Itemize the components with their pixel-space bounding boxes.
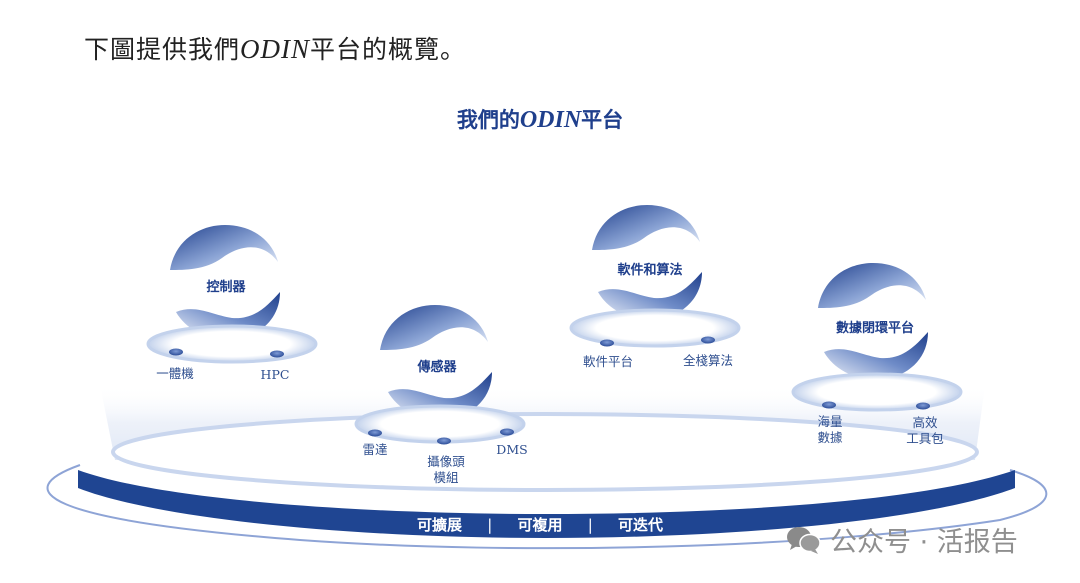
band-separator: | xyxy=(487,516,493,534)
item-all-in-one: 一體機 xyxy=(156,366,194,381)
item-software-platform: 軟件平台 xyxy=(582,354,633,369)
module-sensor-graphic xyxy=(354,305,526,445)
title-suffix: 平台 xyxy=(581,108,624,132)
item-full-stack-algorithm: 全棧算法 xyxy=(682,353,733,368)
watermark-text: 公众号 · 活报告 xyxy=(830,527,1018,558)
band-label-reusable: 可複用 xyxy=(517,516,563,534)
intro-suffix: 平台的概覽。 xyxy=(310,35,467,64)
module-title-data-loop: 數據閉環平台 xyxy=(835,321,914,336)
diagram-title: 我們的ODIN平台 xyxy=(0,104,1080,134)
item-dms: DMS xyxy=(496,442,528,457)
title-brand: ODIN xyxy=(519,107,582,133)
title-prefix: 我們的 xyxy=(456,108,520,132)
intro-sentence: 下圖提供我們ODIN平台的概覽。 xyxy=(84,30,466,66)
platform-band xyxy=(78,470,1015,538)
item-massive-data: 海量 數據 xyxy=(817,414,843,445)
band-separator: | xyxy=(587,516,593,534)
item-radar: 雷達 xyxy=(362,442,388,457)
platform-top xyxy=(111,412,979,492)
module-data-loop-graphic xyxy=(791,263,963,412)
intro-prefix: 下圖提供我們 xyxy=(84,35,241,64)
module-title-controller: 控制器 xyxy=(206,280,246,295)
item-hpc: HPC xyxy=(260,367,290,382)
wechat-icon xyxy=(786,525,822,555)
module-title-sensor: 傳感器 xyxy=(417,360,457,375)
item-toolkit: 高效 工具包 xyxy=(906,415,944,446)
band-label-iterable: 可迭代 xyxy=(618,516,664,534)
item-camera-module: 攝像頭 模組 xyxy=(427,454,465,485)
outer-ring xyxy=(46,464,1048,550)
module-software-graphic xyxy=(569,205,741,348)
intro-brand: ODIN xyxy=(240,34,311,64)
module-controller-graphic xyxy=(146,225,318,364)
band-labels: 可擴展 | 可複用 | 可迭代 xyxy=(0,514,1080,535)
band-label-scalable: 可擴展 xyxy=(416,516,462,534)
watermark: 公众号 · 活报告 xyxy=(786,520,1018,559)
module-title-software: 軟件和算法 xyxy=(617,263,683,278)
